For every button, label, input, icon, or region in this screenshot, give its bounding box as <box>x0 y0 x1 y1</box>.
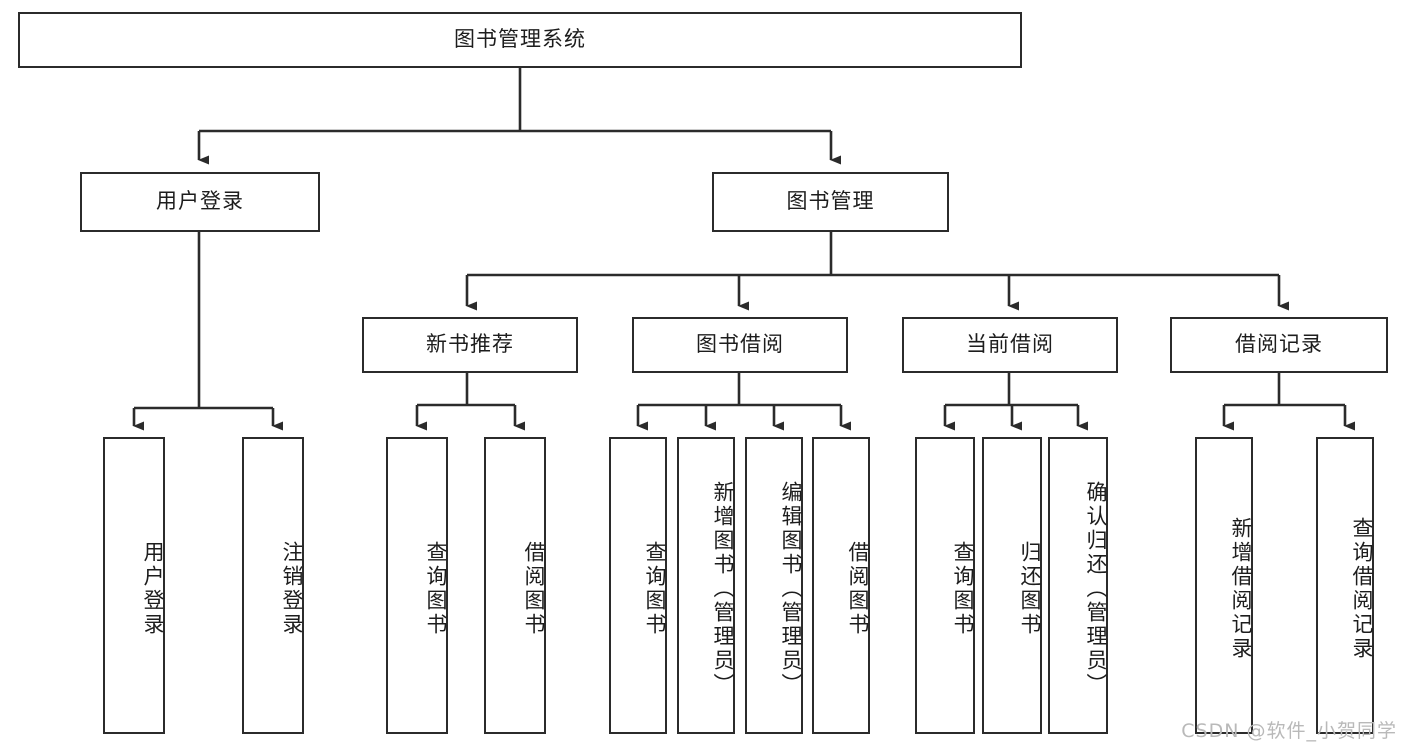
node-book-management[interactable]: 图书管理 <box>712 172 949 232</box>
leaf-add-book-admin[interactable]: 新增图书（管理员） <box>677 437 735 734</box>
node-label: 图书管理系统 <box>454 27 586 52</box>
node-user-login[interactable]: 用户登录 <box>80 172 320 232</box>
node-label: 借阅记录 <box>1235 332 1323 357</box>
leaf-logout[interactable]: 注销登录 <box>242 437 304 734</box>
node-label: 新书推荐 <box>426 332 514 357</box>
node-label: 用户登录 <box>156 189 244 214</box>
node-label: 借阅图书 <box>522 540 546 637</box>
leaf-query-borrow-record[interactable]: 查询借阅记录 <box>1316 437 1374 734</box>
node-label: 查询借阅记录 <box>1350 516 1374 661</box>
node-label: 新增图书（管理员） <box>711 480 735 697</box>
node-new-book-recommend[interactable]: 新书推荐 <box>362 317 578 373</box>
leaf-query-book-3[interactable]: 查询图书 <box>915 437 975 734</box>
leaf-return-book[interactable]: 归还图书 <box>982 437 1042 734</box>
leaf-edit-book-admin[interactable]: 编辑图书（管理员） <box>745 437 803 734</box>
node-root-library-system[interactable]: 图书管理系统 <box>18 12 1022 68</box>
node-label: 查询图书 <box>424 540 448 637</box>
node-label: 注销登录 <box>280 540 304 637</box>
node-book-borrow[interactable]: 图书借阅 <box>632 317 848 373</box>
leaf-borrow-book-1[interactable]: 借阅图书 <box>484 437 546 734</box>
node-label: 查询图书 <box>951 540 975 637</box>
leaf-user-login[interactable]: 用户登录 <box>103 437 165 734</box>
node-label: 归还图书 <box>1018 540 1042 637</box>
leaf-query-book-1[interactable]: 查询图书 <box>386 437 448 734</box>
leaf-query-book-2[interactable]: 查询图书 <box>609 437 667 734</box>
leaf-borrow-book-2[interactable]: 借阅图书 <box>812 437 870 734</box>
node-label: 借阅图书 <box>846 540 870 637</box>
node-label: 当前借阅 <box>966 332 1054 357</box>
node-label: 图书借阅 <box>696 332 784 357</box>
node-label: 图书管理 <box>786 189 875 214</box>
node-current-borrow[interactable]: 当前借阅 <box>902 317 1118 373</box>
leaf-confirm-return-admin[interactable]: 确认归还（管理员） <box>1048 437 1108 734</box>
node-borrow-record[interactable]: 借阅记录 <box>1170 317 1388 373</box>
node-label: 查询图书 <box>643 540 667 637</box>
leaf-add-borrow-record[interactable]: 新增借阅记录 <box>1195 437 1253 734</box>
node-label: 编辑图书（管理员） <box>779 480 803 697</box>
node-label: 用户登录 <box>141 540 165 637</box>
node-label: 确认归还（管理员） <box>1084 480 1108 697</box>
watermark-text: CSDN @软件_小贺同学 <box>1181 720 1397 742</box>
node-label: 新增借阅记录 <box>1229 516 1253 661</box>
